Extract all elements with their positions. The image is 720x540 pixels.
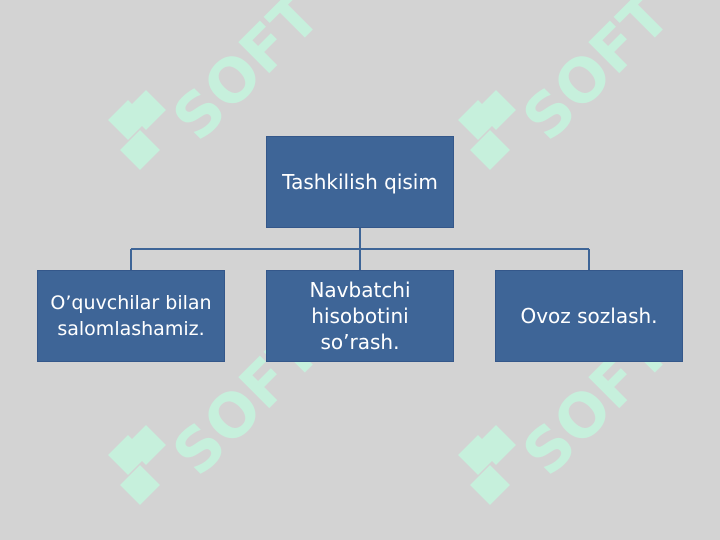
root-node-label: Tashkilish qisim <box>282 170 438 194</box>
child-node-1-label: O’quvchilar bilan salomlashamiz. <box>50 292 212 340</box>
child-node-2-label: Navbatchi hisobotini so’rash. <box>309 278 411 354</box>
org-chart-root-node: Tashkilish qisim <box>266 136 454 228</box>
org-chart-child-node-2: Navbatchi hisobotini so’rash. <box>266 270 454 362</box>
org-chart-child-node-1: O’quvchilar bilan salomlashamiz. <box>37 270 225 362</box>
org-chart-child-node-3: Ovoz sozlash. <box>495 270 683 362</box>
child-node-3-label: Ovoz sozlash. <box>520 304 658 328</box>
